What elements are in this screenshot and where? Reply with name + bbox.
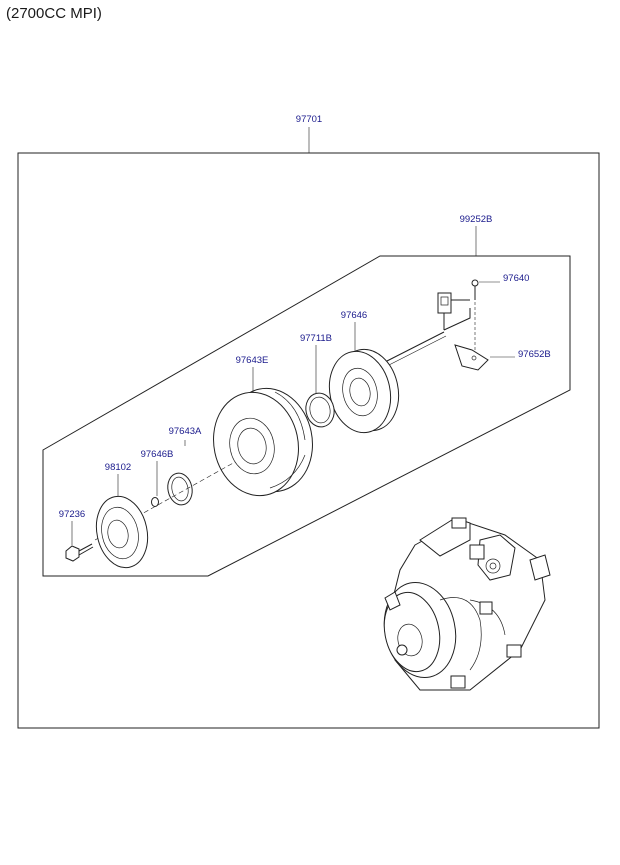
snap-ring-coil-part [305, 392, 335, 428]
bracket-part [454, 344, 489, 371]
label-bracket[interactable]: 97652B [518, 349, 551, 360]
label-pulley[interactable]: 97643E [236, 355, 269, 366]
label-screw[interactable]: 97640 [503, 273, 529, 284]
label-clutch-disc[interactable]: 98102 [105, 462, 131, 473]
label-shim[interactable]: 97646B [141, 449, 174, 460]
label-sensor-assy[interactable]: 99252B [460, 214, 493, 225]
snap-ring-pulley-part [167, 472, 193, 506]
label-snap-ring-coil[interactable]: 97711B [300, 333, 332, 344]
shim-part [151, 497, 159, 507]
compressor-illustration [383, 517, 551, 691]
assembly-frame [17, 152, 600, 729]
subassembly-frame [42, 255, 571, 577]
label-snap-ring-pulley[interactable]: 97643A [169, 426, 202, 437]
bolt-part [65, 543, 94, 562]
clutch-disc-part [95, 495, 149, 569]
field-coil-part [328, 348, 400, 434]
label-assembly[interactable]: 97701 [296, 114, 322, 125]
page-heading: (2700CC MPI) [6, 5, 102, 22]
label-bolt[interactable]: 97236 [59, 509, 85, 520]
screw-part [471, 279, 479, 350]
label-field-coil[interactable]: 97646 [341, 310, 367, 321]
sensor-connector [384, 292, 471, 367]
pulley-part [213, 387, 313, 497]
